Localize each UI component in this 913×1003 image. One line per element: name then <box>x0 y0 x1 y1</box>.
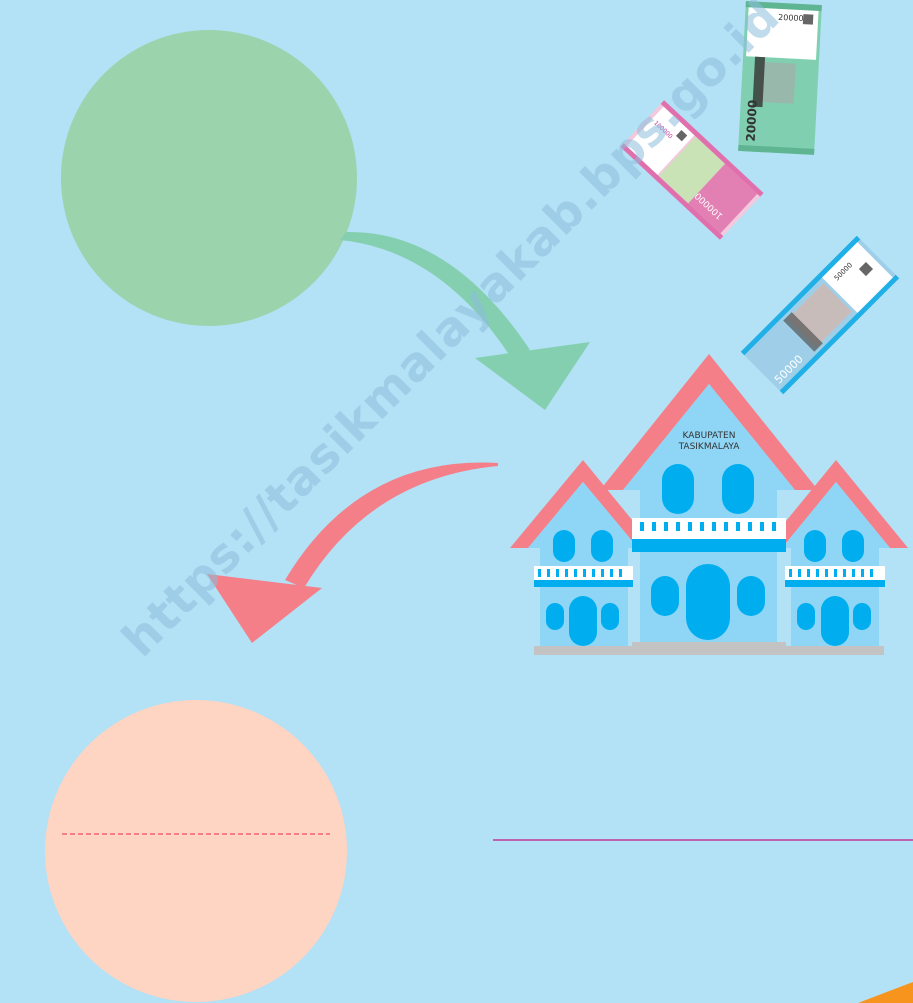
peach-circle <box>45 700 347 1002</box>
building-name-line1: KABUPATEN <box>683 431 736 441</box>
green-arrow <box>340 232 590 410</box>
red-arrow <box>207 463 498 643</box>
banknote-20000-label-top: 20000 <box>778 13 804 23</box>
building-name-line2: TASIKMALAYA <box>678 442 741 452</box>
banknote-20000: 20000 20000 <box>738 1 822 155</box>
green-circle <box>61 30 357 326</box>
orange-corner <box>858 982 913 1003</box>
banknote-50000: 50000 50000 <box>741 236 899 394</box>
building: KABUPATEN TASIKMALAYA <box>510 354 908 655</box>
banknote-20000-label-side: 20000 <box>744 99 760 141</box>
